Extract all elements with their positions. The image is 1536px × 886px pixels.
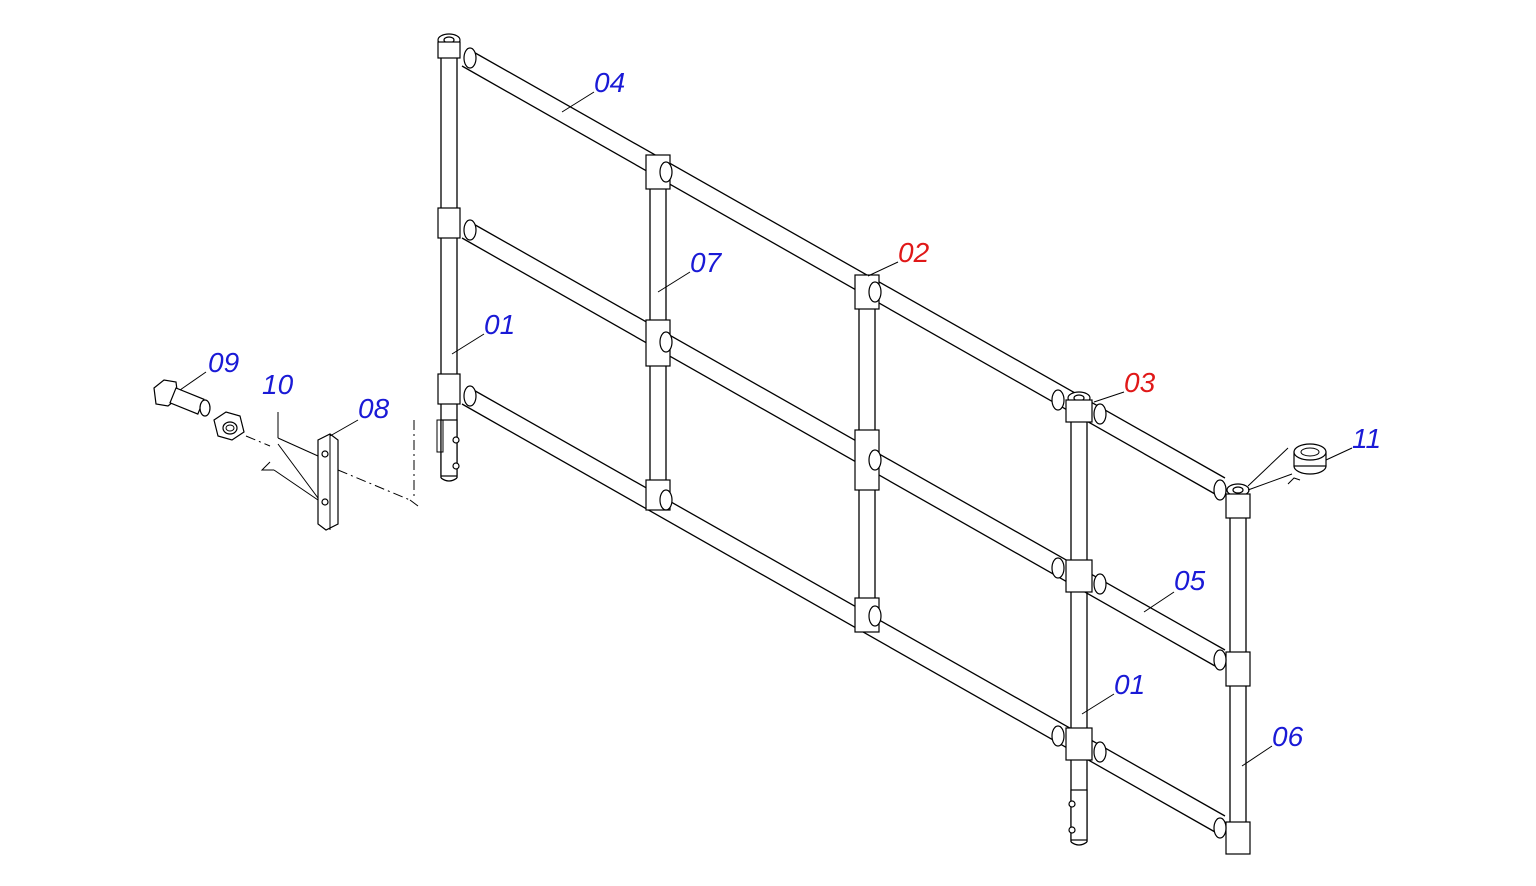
fittings [437,33,1251,855]
nut-10 [213,411,245,441]
label-part-07: 07 [690,247,723,278]
label-part-11: 11 [1352,423,1381,454]
label-part-08: 08 [358,393,390,424]
label-part-05: 05 [1174,565,1206,596]
label-part-10: 10 [262,369,294,400]
end-cap-11 [1247,443,1327,491]
label-part-01-left: 01 [484,309,515,340]
label-part-01-right: 01 [1114,669,1145,700]
post-right-01 [1068,405,1088,846]
bracket-08 [317,433,339,531]
leader-lines [179,91,1353,767]
top-rail-04 [461,49,1226,495]
label-part-02: 02 [898,237,930,268]
label-part-06: 06 [1272,721,1304,752]
bolt-09 [153,379,211,417]
assembly-centerlines [245,412,419,507]
label-part-03: 03 [1124,367,1156,398]
label-part-04: 04 [594,67,625,98]
post-left-01 [436,45,460,482]
label-part-09: 09 [208,347,239,378]
